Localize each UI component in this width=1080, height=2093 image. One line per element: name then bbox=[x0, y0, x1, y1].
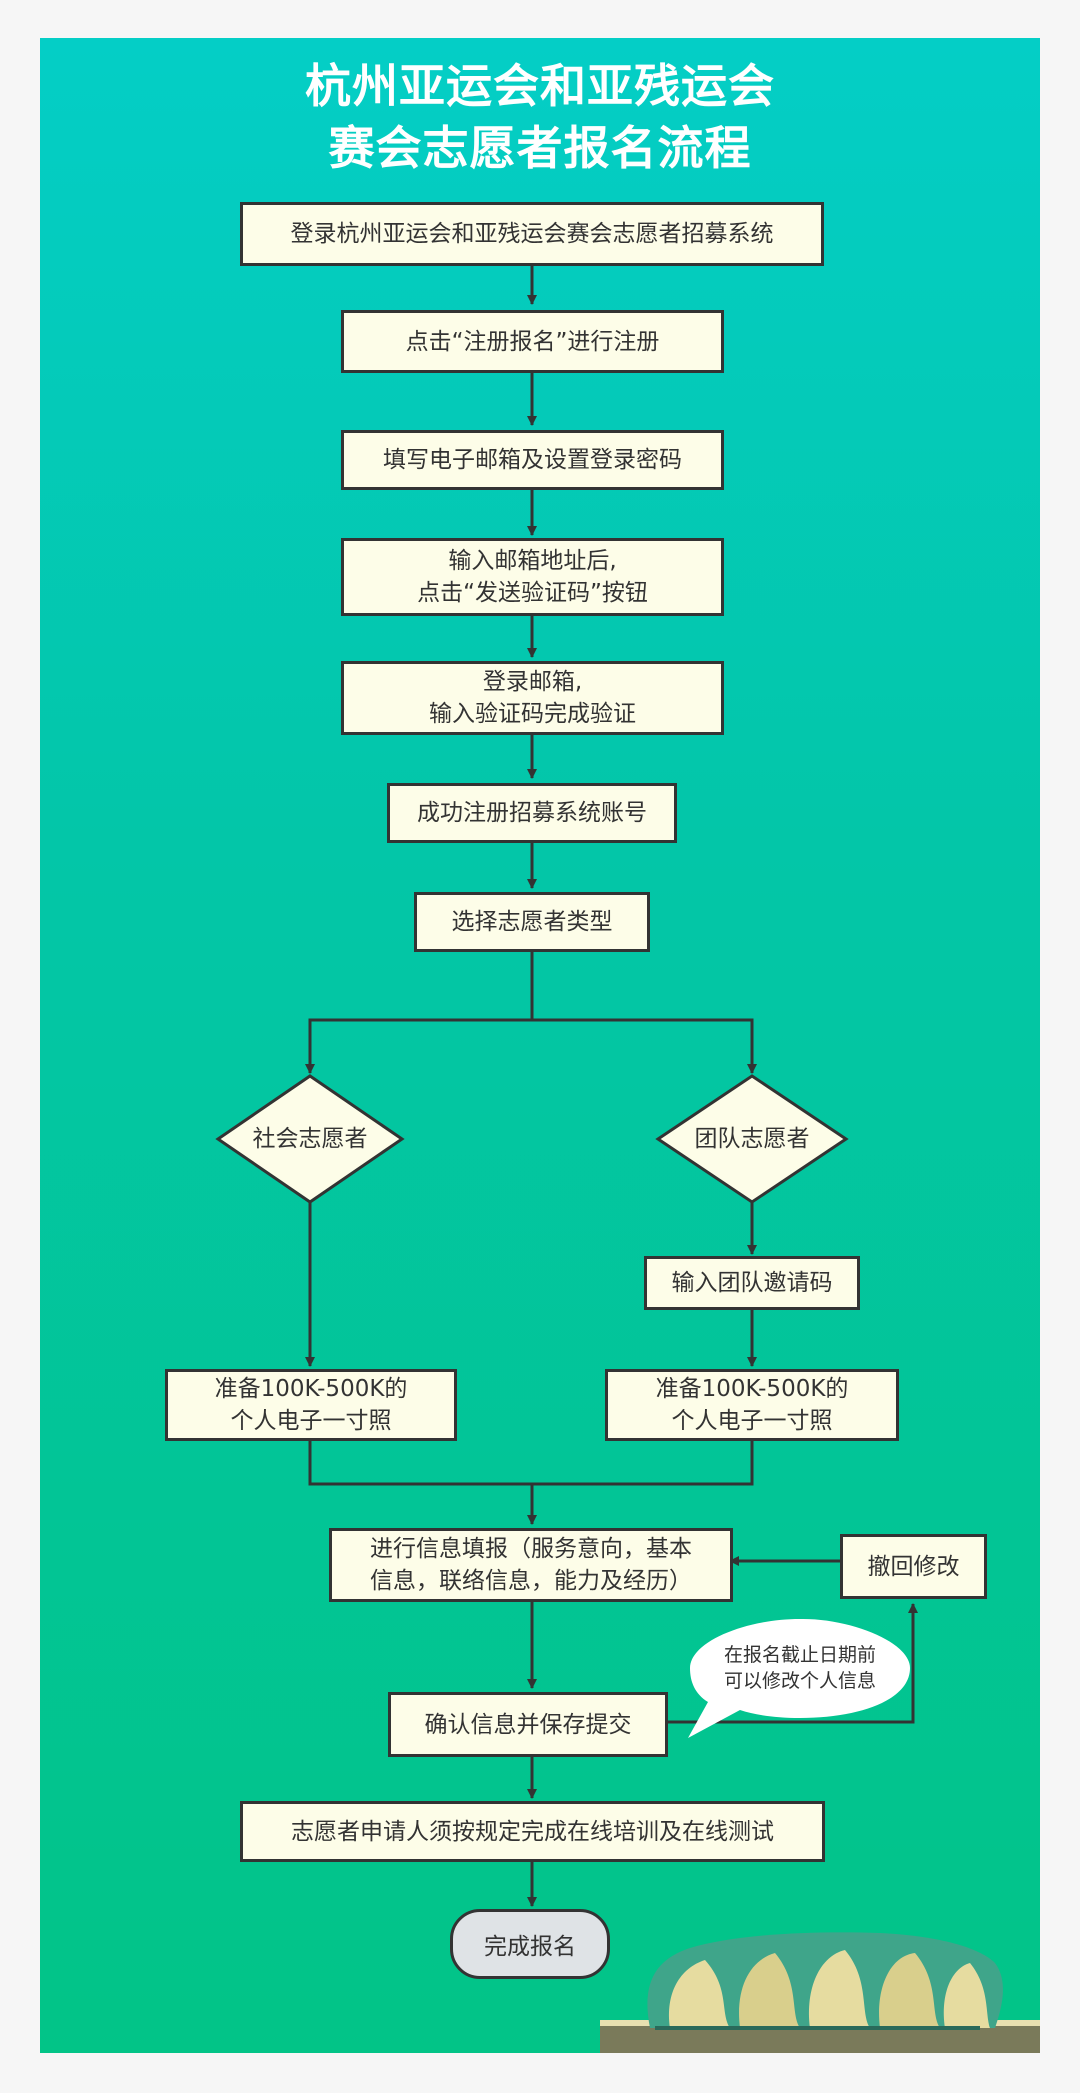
step-choose-type: 选择志愿者类型 bbox=[414, 892, 650, 952]
step-login-system: 登录杭州亚运会和亚残运会赛会志愿者招募系统 bbox=[240, 202, 824, 266]
decision-team-volunteer: 团队志愿者 bbox=[694, 1126, 810, 1152]
step-withdraw-edit: 撤回修改 bbox=[840, 1534, 987, 1599]
step-fill-info: 进行信息填报（服务意向，基本 信息，联络信息，能力及经历） bbox=[329, 1528, 733, 1602]
terminal-done: 完成报名 bbox=[450, 1909, 610, 1979]
flowchart-panel: 杭州亚运会和亚残运会 赛会志愿者报名流程 bbox=[40, 38, 1040, 2053]
step-account-created: 成功注册招募系统账号 bbox=[387, 783, 677, 843]
step-confirm-submit: 确认信息并保存提交 bbox=[388, 1692, 668, 1757]
merge-line bbox=[308, 1440, 754, 1486]
decision-social-volunteer: 社会志愿者 bbox=[252, 1126, 368, 1152]
step-click-register: 点击“注册报名”进行注册 bbox=[341, 310, 724, 373]
step-training-test: 志愿者申请人须按规定完成在线培训及在线测试 bbox=[240, 1801, 825, 1862]
loop-confirm-withdraw bbox=[667, 1603, 918, 1724]
title-line-1: 杭州亚运会和亚残运会 bbox=[305, 59, 775, 113]
step-photo-team: 准备100K-500K的 个人电子一寸照 bbox=[605, 1369, 899, 1441]
step-send-code: 输入邮箱地址后, 点击“发送验证码”按钮 bbox=[341, 538, 724, 616]
stadium-illustration bbox=[600, 1932, 1040, 2053]
branch-line bbox=[305, 952, 534, 1074]
step-verify-email: 登录邮箱, 输入验证码完成验证 bbox=[341, 661, 724, 735]
step-team-invite-code: 输入团队邀请码 bbox=[644, 1256, 860, 1310]
step-photo-social: 准备100K-500K的 个人电子一寸照 bbox=[165, 1369, 457, 1441]
note-deadline-edit: 在报名截止日期前 可以修改个人信息 bbox=[723, 1644, 876, 1692]
branch-line-right bbox=[532, 1018, 757, 1074]
step-fill-email: 填写电子邮箱及设置登录密码 bbox=[341, 430, 724, 490]
title-line-2: 赛会志愿者报名流程 bbox=[328, 121, 752, 175]
connector-layer bbox=[215, 264, 1040, 2053]
speech-bubble bbox=[688, 1618, 910, 1738]
